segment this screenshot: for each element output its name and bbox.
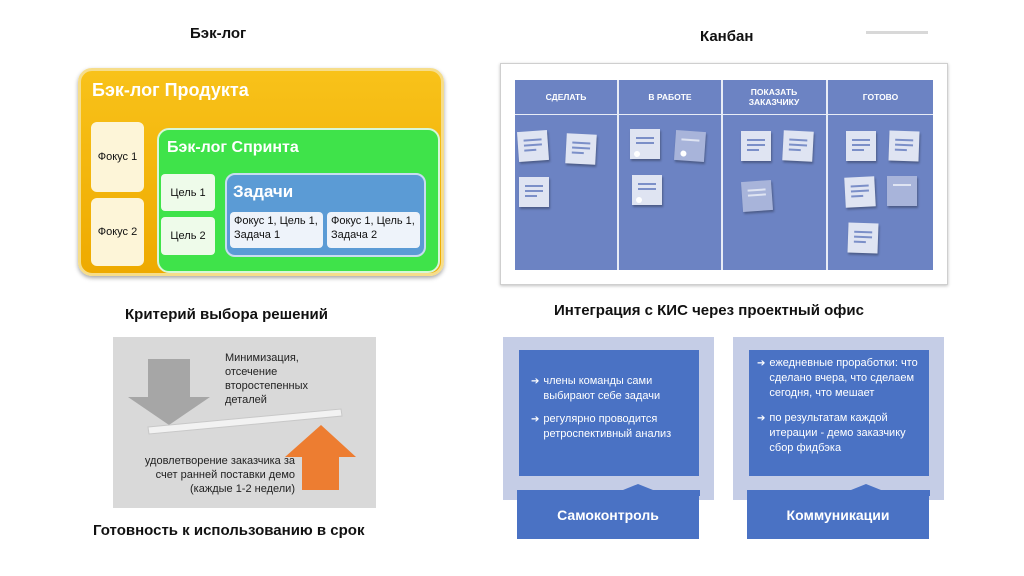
bullet-text: по результатам каждой итерации - демо за… [769, 412, 906, 454]
bullet-text: члены команды сами выбирают себе задачи [543, 375, 661, 402]
kanban-card [673, 129, 707, 163]
kanban-header-divider [515, 114, 933, 115]
down-arrow [128, 359, 210, 425]
bullet-item: ➔ежедневные проработки: что сделано вчер… [757, 356, 923, 401]
communications-label: Коммуникации [747, 491, 929, 539]
sprint-backlog-title: Бэк-лог Спринта [167, 139, 299, 156]
goal-item-2: Цель 2 [161, 217, 215, 255]
kanban-card [565, 133, 597, 165]
criteria-up-text: удовлетворение заказчика за счет ранней … [144, 455, 295, 495]
arrow-icon: ➔ [757, 358, 766, 369]
bullet-item: ➔по результатам каждой итерации - демо з… [757, 411, 923, 456]
avatar [636, 197, 642, 203]
kanban-column-in-progress: В РАБОТЕ [648, 92, 692, 102]
product-backlog-title: Бэк-лог Продукта [92, 80, 249, 100]
kanban-column-review: ПОКАЗАТЬ ЗАКАЗЧИКУ [748, 87, 800, 107]
avatar [634, 151, 640, 157]
focus-item-1: Фокус 1 [91, 122, 144, 192]
arrow-icon: ➔ [531, 376, 540, 387]
focus-item-label: Фокус 2 [97, 226, 138, 238]
kanban-column-divider [826, 80, 828, 270]
kanban-card [844, 176, 876, 208]
kanban-card [887, 176, 917, 206]
self-control-label: Самоконтроль [517, 491, 699, 539]
kanban-card [741, 131, 771, 161]
communications-box: ➔ежедневные проработки: что сделано вчер… [749, 350, 929, 476]
bullet-text: ежедневные проработки: что сделано вчера… [769, 357, 918, 399]
criteria-graphic [128, 359, 356, 490]
bullet-item: ➔члены команды сами выбирают себе задачи [531, 374, 691, 404]
up-arrow [285, 425, 356, 490]
bullet-item: ➔регулярно проводится ретроспективный ан… [531, 412, 691, 442]
kanban-card [888, 130, 920, 162]
kanban-heading: Канбан [700, 28, 754, 45]
arrow-icon: ➔ [757, 413, 766, 424]
criteria-down-text: Минимизация, отсечение второстепенных де… [225, 352, 309, 406]
bullet-text: регулярно проводится ретроспективный ана… [543, 413, 672, 440]
watermark-mark [866, 31, 928, 34]
task-item-1: Фокус 1, Цель 1, Задача 1 [230, 212, 323, 248]
kanban-column-done: ГОТОВО [862, 92, 899, 102]
kanban-card [740, 179, 774, 213]
kanban-card [632, 175, 662, 205]
criteria-heading: Критерий выбора решений [125, 306, 328, 323]
kanban-column-divider [617, 80, 619, 270]
tasks-title: Задачи [233, 182, 294, 201]
goal-label: Цель 1 [170, 186, 206, 199]
kanban-column-todo: СДЕЛАТЬ [545, 92, 587, 102]
goal-label: Цель 2 [170, 230, 206, 242]
kanban-card [847, 222, 879, 254]
focus-item-2: Фокус 2 [91, 198, 144, 266]
kanban-column-divider [721, 80, 723, 270]
task-item-2: Фокус 1, Цель 1, Задача 2 [327, 212, 420, 248]
kanban-card [519, 177, 549, 207]
criteria-footer: Готовность к использованию в срок [93, 522, 365, 539]
self-control-box: ➔члены команды сами выбирают себе задачи… [519, 350, 699, 476]
kanban-card [516, 129, 550, 163]
balance-beam [147, 408, 343, 435]
kanban-card [782, 130, 814, 162]
kanban-card [630, 129, 660, 159]
goal-item-1: Цель 1 [161, 174, 215, 211]
integration-heading: Интеграция с КИС через проектный офис [554, 302, 864, 319]
backlog-heading: Бэк-лог [190, 25, 247, 42]
arrow-icon: ➔ [531, 414, 540, 425]
focus-item-label: Фокус 1 [97, 151, 138, 163]
kanban-card [846, 131, 876, 161]
avatar [680, 150, 687, 157]
